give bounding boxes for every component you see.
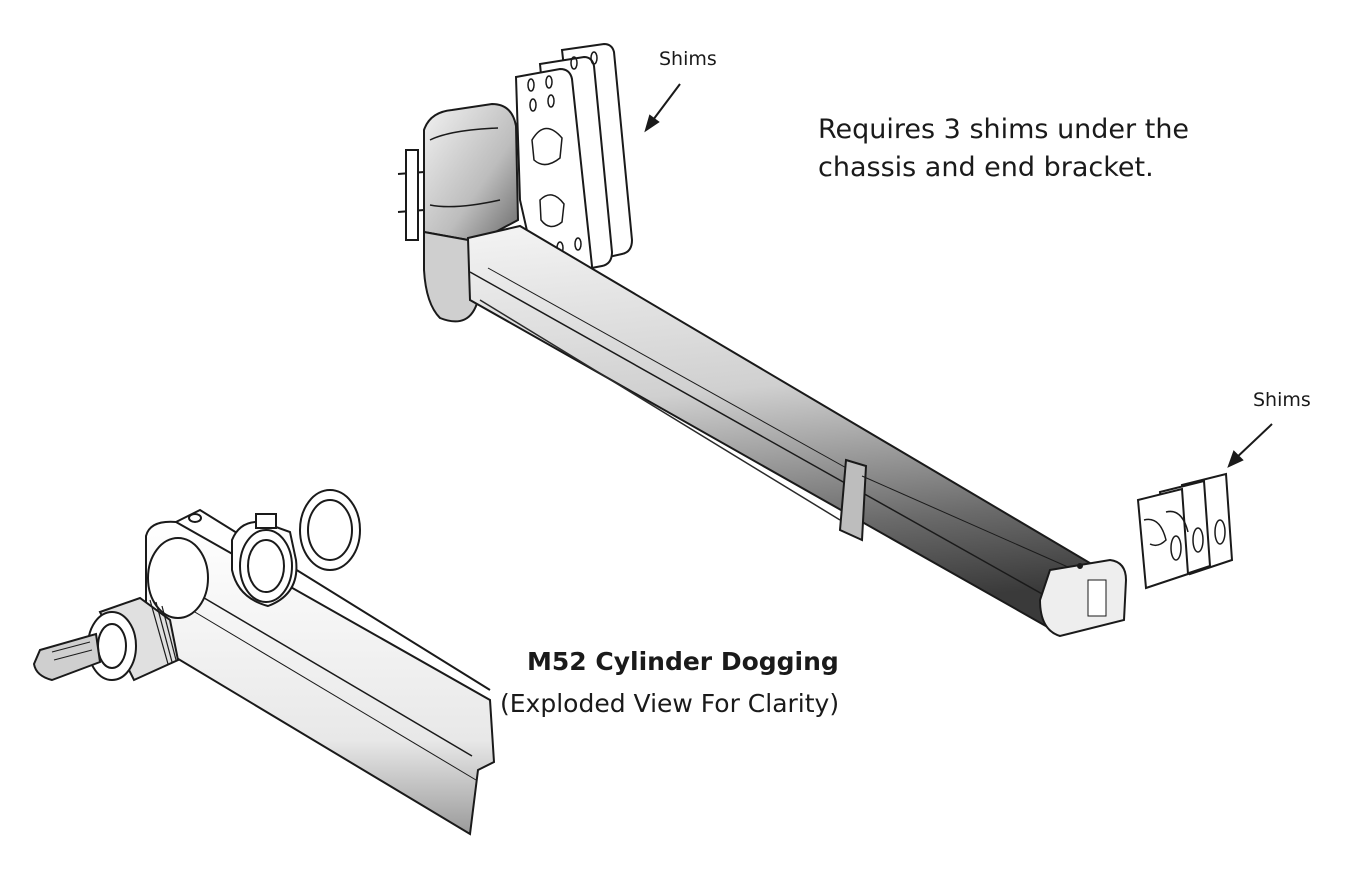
caption-subtitle: (Exploded View For Clarity) xyxy=(500,689,840,718)
cylinder-ring-parts xyxy=(231,489,361,608)
requirement-note-line1: Requires 3 shims under the xyxy=(818,114,1190,145)
top-shim-plates xyxy=(514,42,634,290)
dogging-cover xyxy=(144,508,496,836)
requirement-note-line2: chassis and end bracket. xyxy=(818,152,1154,183)
end-bracket-shims xyxy=(1136,472,1234,590)
shims-arrow-right xyxy=(1227,423,1273,468)
shims-arrow-top xyxy=(644,83,681,133)
caption-title: M52 Cylinder Dogging xyxy=(527,647,839,676)
m52-cylinder xyxy=(32,596,180,682)
shims-label-top: Shims xyxy=(659,48,717,70)
end-cap xyxy=(1038,558,1128,638)
shims-label-right: Shims xyxy=(1253,389,1311,411)
push-bar xyxy=(466,224,1128,638)
